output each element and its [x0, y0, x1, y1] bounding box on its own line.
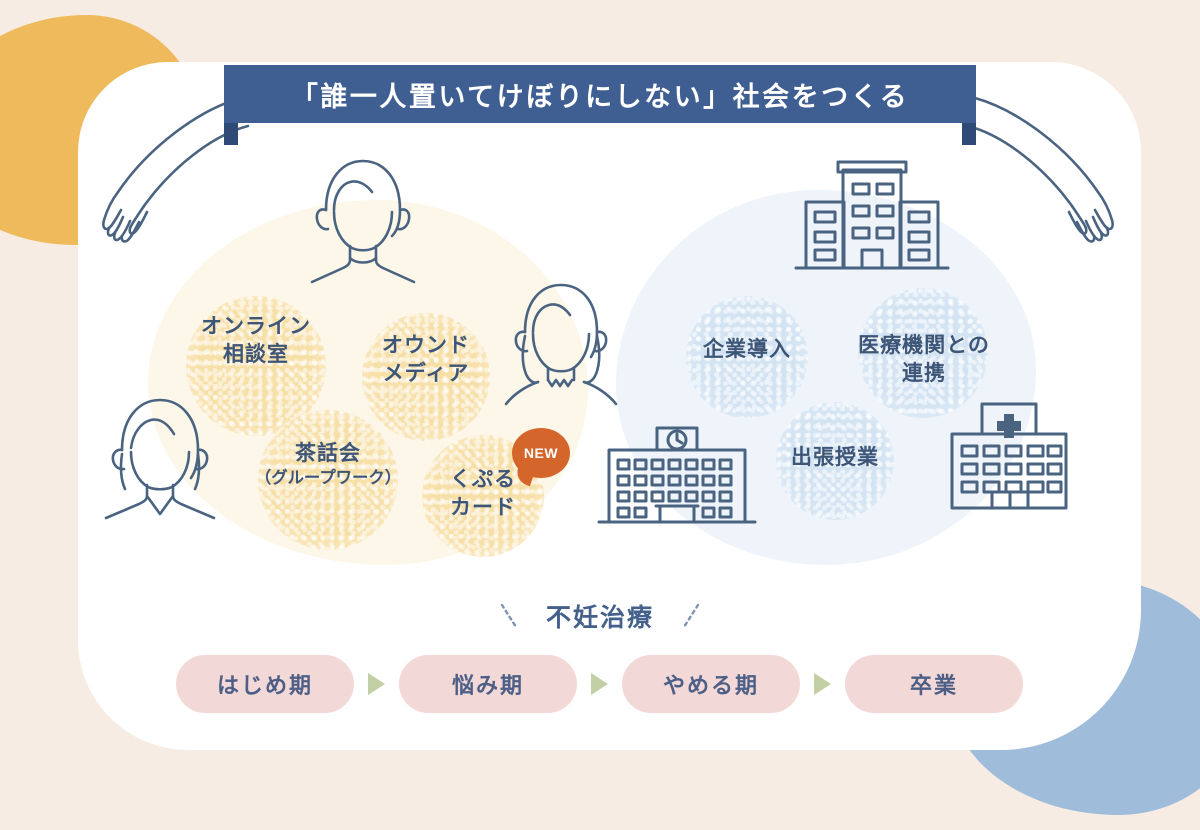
service-label-tea-party: 茶話会 （グループワーク） — [228, 440, 428, 489]
school-building-icon — [597, 426, 757, 524]
office-building-icon — [794, 160, 950, 270]
timeline-stage-4[interactable]: 卒業 — [845, 655, 1023, 713]
banner-fold-right — [962, 123, 976, 145]
service-spot-online-consult[interactable] — [186, 296, 326, 436]
service-label-medical-partner: 医療機関との 連携 — [848, 332, 1000, 387]
label-line-2: メディア — [382, 361, 470, 385]
title-banner: 「誰一人置いてけぼりにしない」社会をつくる — [224, 65, 976, 123]
banner-title: 「誰一人置いてけぼりにしない」社会をつくる — [290, 81, 910, 112]
label-line-1: 医療機関との — [858, 334, 990, 357]
label-line-2: 連携 — [902, 361, 946, 385]
timeline-heading-group: 不妊治療 — [0, 598, 1200, 634]
label-line-2: 相談室 — [223, 342, 289, 366]
service-spot-tea-party[interactable] — [258, 410, 398, 550]
reaching-hand-right-icon — [966, 96, 1114, 243]
hospital-building-icon — [950, 402, 1068, 510]
dashed-slash-right-icon — [682, 603, 700, 629]
timeline-heading: 不妊治療 — [545, 604, 654, 632]
person-short-hair-icon — [310, 159, 416, 284]
service-label-owned-media: オウンド メディア — [362, 332, 490, 387]
label-line-2: （グループワーク） — [254, 468, 402, 487]
dashed-slash-left-icon — [500, 603, 518, 629]
label-line-1: 企業導入 — [703, 338, 791, 361]
timeline-stage-3[interactable]: やめる期 — [622, 655, 800, 713]
service-label-online-consult: オンライン 相談室 — [186, 313, 326, 368]
timeline-stages: はじめ期 悩み期 やめる期 卒業 — [176, 655, 1023, 713]
service-label-cupple-card: くぷる カード — [422, 466, 544, 521]
label-line-1: オウンド — [382, 334, 470, 357]
service-spot-outreach-class[interactable] — [776, 402, 894, 520]
label-line-2: カード — [450, 495, 516, 519]
new-badge: NEW — [512, 428, 570, 478]
person-long-hair-icon — [504, 283, 618, 406]
service-spot-medical-partner[interactable] — [858, 288, 988, 418]
service-label-outreach-class: 出張授業 — [766, 444, 904, 472]
service-spot-owned-media[interactable] — [362, 313, 490, 441]
service-label-corporate: 企業導入 — [676, 336, 818, 364]
banner-fold-left — [224, 123, 238, 145]
person-v-neck-icon — [104, 398, 216, 520]
label-line-1: 出張授業 — [791, 446, 879, 469]
service-spot-corporate[interactable] — [686, 296, 808, 418]
label-line-1: くぷる — [450, 468, 516, 491]
new-badge-label: NEW — [523, 445, 559, 461]
timeline-stage-1[interactable]: はじめ期 — [176, 655, 354, 713]
label-line-1: 茶話会 — [295, 442, 361, 465]
timeline-arrow-2-icon — [591, 673, 608, 695]
label-line-1: オンライン — [201, 315, 311, 338]
timeline-arrow-1-icon — [368, 673, 385, 695]
timeline-stage-2[interactable]: 悩み期 — [399, 655, 577, 713]
timeline-arrow-3-icon — [814, 673, 831, 695]
